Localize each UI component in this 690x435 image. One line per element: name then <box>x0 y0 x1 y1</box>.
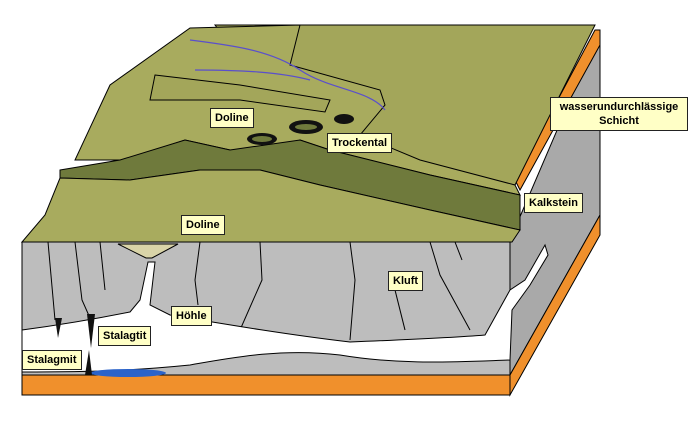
fracture-lines <box>47 241 471 341</box>
cave-water <box>90 369 166 377</box>
label-doline-front: Doline <box>181 215 225 235</box>
stalactite-1 <box>55 318 62 338</box>
label-wasser-line2: Schicht <box>599 115 639 127</box>
label-kalkstein: Kalkstein <box>524 193 583 213</box>
lower-terrace <box>20 169 521 243</box>
label-wasser-line1: wasserundurchlässige <box>559 101 679 113</box>
stalactite-2 <box>87 314 95 348</box>
label-doline-top: Doline <box>210 108 254 128</box>
label-wasserundurchlaessige-schicht: wasserundurchlässige Schicht <box>550 97 688 131</box>
front-impermeable-layer <box>21 374 511 396</box>
cave-passage <box>21 243 549 373</box>
label-trockental: Trockental <box>327 133 393 153</box>
sinkhole-3 <box>334 114 354 124</box>
label-kluft: Kluft <box>388 271 424 291</box>
label-stalagmit: Stalagmit <box>22 350 82 370</box>
river-line-a <box>189 39 386 111</box>
stalagmite-1 <box>85 350 92 375</box>
label-hoehle: Höhle <box>171 306 212 326</box>
label-stalagtit: Stalagtit <box>98 326 152 346</box>
plateau-step <box>149 74 331 113</box>
doline-funnel <box>117 243 179 259</box>
river-line-b <box>194 69 311 81</box>
